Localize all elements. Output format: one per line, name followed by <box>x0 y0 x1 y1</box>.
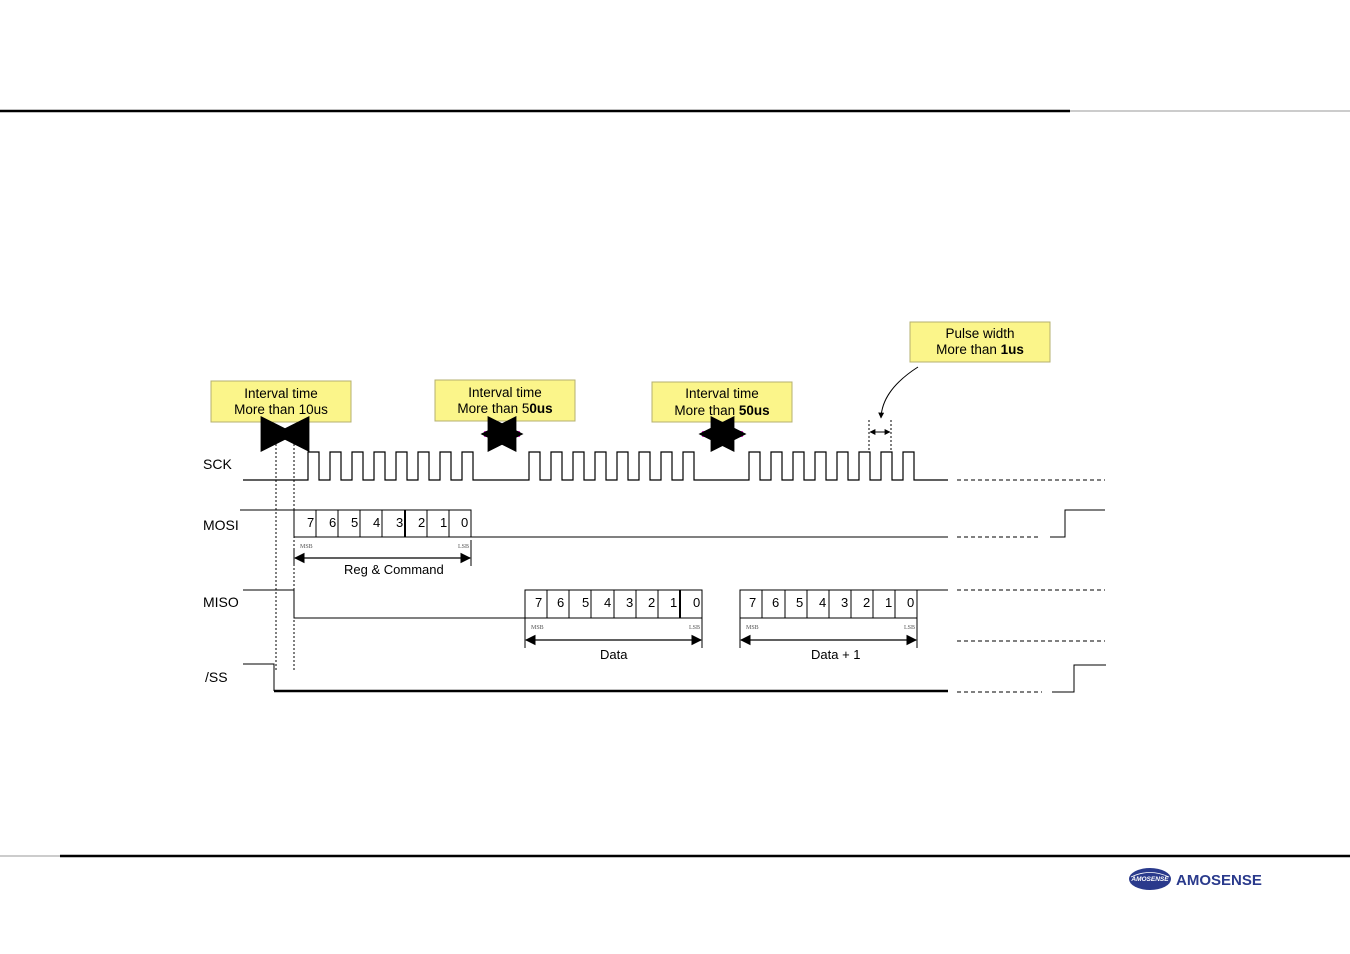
mosi-msb-marker: MSB <box>300 544 313 550</box>
mosi-lsb-marker: LSB <box>458 544 469 550</box>
mosi-bit-4: 4 <box>373 515 380 530</box>
pulse-width-callout <box>881 367 918 418</box>
mosi-bit-3: 3 <box>396 515 403 530</box>
miso-byte-data-plus-1: 7 6 5 4 3 2 1 0 MSB LSB <box>740 590 917 631</box>
miso-idle-line <box>243 590 525 618</box>
note-line2: More than 50us <box>674 403 769 418</box>
note-line1: Interval time <box>468 385 542 400</box>
data-label: Data <box>600 647 628 662</box>
miso-bit-1: 1 <box>885 595 892 610</box>
miso-bit-0: 0 <box>693 595 700 610</box>
mosi-bit-1: 1 <box>440 515 447 530</box>
note-line2-prefix: More than <box>234 402 299 417</box>
mosi-label: MOSI <box>203 517 239 533</box>
miso-bit-3: 3 <box>626 595 633 610</box>
miso-lsb-marker: LSB <box>904 625 915 631</box>
ss-label: /SS <box>205 669 228 685</box>
miso-bit-7: 7 <box>535 595 542 610</box>
mosi-idle-line <box>240 510 948 537</box>
miso-bit-4: 4 <box>604 595 611 610</box>
mosi-bit-6: 6 <box>329 515 336 530</box>
miso-label: MISO <box>203 594 239 610</box>
miso-bit-0: 0 <box>907 595 914 610</box>
amosense-logo-icon: AMOSENSE <box>1129 868 1171 890</box>
miso-bit-5: 5 <box>582 595 589 610</box>
mosi-end-edge <box>1050 510 1105 537</box>
miso-bit-7: 7 <box>749 595 756 610</box>
note-line2: More than 50us <box>457 401 552 416</box>
miso-msb-marker: MSB <box>531 625 544 631</box>
miso-bit-6: 6 <box>557 595 564 610</box>
miso-byte-data: 7 6 5 4 3 2 1 0 MSB LSB <box>525 590 702 631</box>
interval-10us-note: Interval time More than 10us <box>211 381 351 422</box>
pulse-width-note: Pulse width More than 1us <box>910 322 1050 362</box>
miso-lsb-marker: LSB <box>689 625 700 631</box>
mosi-byte: 7 6 5 4 3 2 1 0 MSB LSB <box>294 510 471 550</box>
mosi-bit-0: 0 <box>461 515 468 530</box>
note-line2-prefix: More than <box>674 403 739 418</box>
miso-bit-5: 5 <box>796 595 803 610</box>
miso-bit-6: 6 <box>772 595 779 610</box>
sck-label: SCK <box>203 456 232 472</box>
reg-command-label: Reg & Command <box>344 562 444 577</box>
note-line2-value: 1us <box>1001 342 1024 357</box>
note-line1: Interval time <box>685 386 759 401</box>
miso-msb-marker: MSB <box>746 625 759 631</box>
logo-text: AMOSENSE <box>1130 876 1169 883</box>
miso-bit-2: 2 <box>648 595 655 610</box>
note-line2: More than 10us <box>234 402 328 417</box>
data-plus-1-label: Data + 1 <box>811 647 861 662</box>
sck-waveform <box>243 452 948 480</box>
note-line1: Pulse width <box>945 326 1014 341</box>
note-line2-prefix: More than 5 <box>457 401 529 416</box>
note-line2: More than 1us <box>936 342 1024 357</box>
miso-bit-3: 3 <box>841 595 848 610</box>
brand-name: AMOSENSE <box>1176 872 1262 889</box>
mosi-bit-7: 7 <box>307 515 314 530</box>
note-line1: Interval time <box>244 386 318 401</box>
note-line2-value: 50us <box>739 403 770 418</box>
miso-bit-2: 2 <box>863 595 870 610</box>
mosi-bit-2: 2 <box>418 515 425 530</box>
ss-end-edge <box>1052 665 1106 692</box>
note-line2-value: 10us <box>299 402 329 417</box>
note-line2-value: 0us <box>529 401 552 416</box>
interval-50us-note-b: Interval time More than 50us <box>652 382 792 422</box>
note-line2-prefix: More than <box>936 342 1001 357</box>
miso-bit-1: 1 <box>670 595 677 610</box>
interval-50us-note-a: Interval time More than 50us <box>435 380 575 421</box>
mosi-bit-5: 5 <box>351 515 358 530</box>
ss-waveform <box>243 664 274 691</box>
miso-bit-4: 4 <box>819 595 826 610</box>
